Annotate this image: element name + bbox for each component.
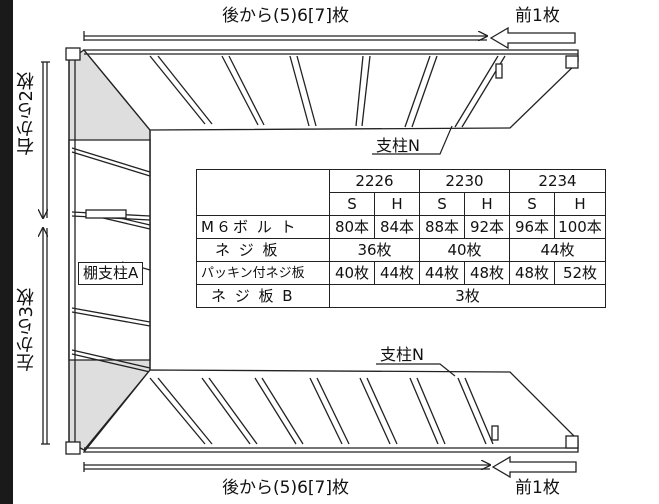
shelf-post-a-label: 棚支柱A — [78, 262, 144, 285]
type-header-cell: H — [554, 192, 606, 216]
type-header-cell: S — [419, 192, 465, 216]
table-cell: 36枚 — [329, 238, 420, 262]
table-cell: 48枚 — [464, 261, 510, 285]
table-cell: 88本 — [419, 215, 465, 239]
row-header-cell: ネ ジ 板 — [196, 238, 330, 262]
top-back-count-label: 後から(5)6[7]枚 — [222, 6, 349, 26]
table-cell: 96本 — [509, 215, 555, 239]
table-header-row: 2226 2230 2234 — [196, 169, 606, 216]
left-wall — [65, 47, 151, 455]
table-cell: 3枚 — [329, 284, 606, 308]
top-panels — [82, 49, 579, 131]
table-subheader-row: S H S H S H — [197, 192, 606, 216]
row-header-cell: M６ボ ル ト — [196, 215, 330, 239]
parts-table: 2226 2230 2234 S H S H S H M６ボ ル ト 80本 8… — [196, 169, 606, 308]
bottom-front-count-label: 前1枚 — [515, 478, 560, 498]
top-front-count-label: 前1枚 — [515, 6, 560, 26]
left-side-count-label: 左から3枚 — [16, 288, 37, 372]
bottom-back-count-label: 後から(5)6[7]枚 — [222, 478, 349, 498]
model-header-cell: 2230 — [419, 169, 510, 193]
table-cell: 84本 — [374, 215, 420, 239]
type-header-cell: S — [509, 192, 555, 216]
table-cell: 44枚 — [374, 261, 420, 285]
table-corner-cell — [196, 169, 330, 216]
table-row: ネ ジ 板 36枚 40枚 44枚 — [196, 238, 606, 262]
right-side-count-label: 右から2枚 — [16, 72, 37, 156]
table-cell: 92本 — [464, 215, 510, 239]
table-cell: 80本 — [329, 215, 375, 239]
table-cell: 40枚 — [329, 261, 375, 285]
left-edge-bar — [0, 0, 13, 504]
table-cell: 48枚 — [509, 261, 555, 285]
row-header-cell: パッキン付ネジ板 — [196, 261, 330, 285]
table-cell: 40枚 — [419, 238, 510, 262]
table-cell: 52枚 — [554, 261, 606, 285]
table-cell: 44枚 — [419, 261, 465, 285]
bottom-dimension-arrows — [83, 455, 577, 479]
post-n-bottom-label: 支柱N — [380, 345, 424, 364]
type-header-cell: H — [374, 192, 420, 216]
model-header-cell: 2226 — [329, 169, 420, 193]
table-cell: 100本 — [554, 215, 606, 239]
left-dimension-arrows — [41, 61, 50, 445]
table-row: パッキン付ネジ板 40枚 44枚 44枚 48枚 48枚 52枚 — [196, 261, 606, 285]
table-cell: 44枚 — [509, 238, 606, 262]
type-header-cell: S — [329, 192, 375, 216]
type-header-cell: H — [464, 192, 510, 216]
table-row: M６ボ ル ト 80本 84本 88本 92本 96本 100本 — [196, 215, 606, 239]
bottom-panels — [82, 369, 579, 453]
top-dimension-arrows — [83, 26, 576, 50]
post-n-top-label: 支柱N — [376, 136, 420, 155]
model-header-cell: 2234 — [509, 169, 606, 193]
row-header-cell: ネ ジ 板 B — [196, 284, 330, 308]
table-row: ネ ジ 板 B 3枚 — [196, 284, 606, 308]
